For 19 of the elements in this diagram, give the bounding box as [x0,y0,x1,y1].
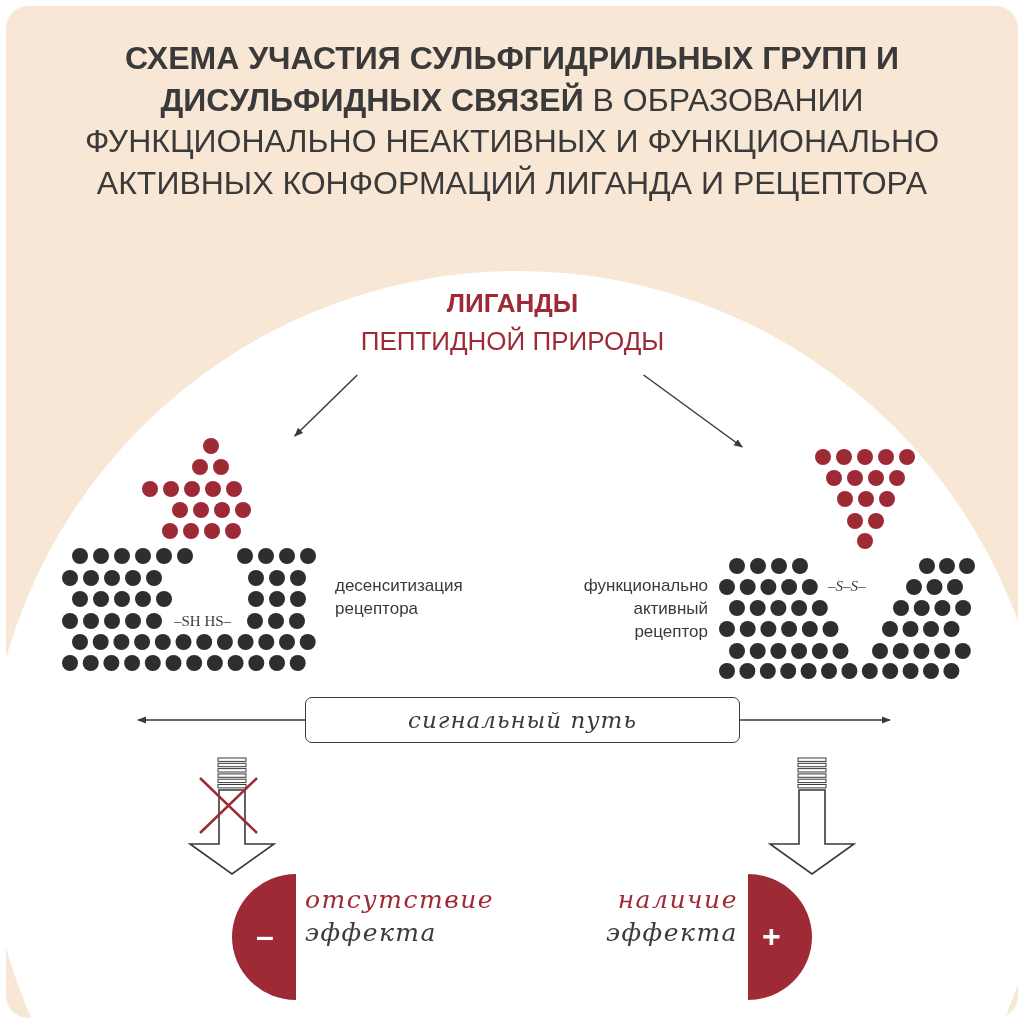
bond-label: –S–S– [828,578,866,595]
arrow [137,716,306,724]
arrow [294,374,358,437]
heading: ЛИГАНДЫ [445,287,580,320]
effect-label: эффекта [605,916,738,949]
arrow [642,374,743,448]
title: СХЕМА УЧАСТИЯ СУЛЬФГИДРИЛЬНЫХ ГРУПП И ДИСУЛЬФИДНЫХ СВЯЗЕЙ В ОБРАЗОВАНИИ ФУНКЦИОНАЛЬНО НЕАКТИВНЫХ И ФУНКЦИОНАЛЬНО АКТИВНЫХ КОНФОРМАЦИЙ ЛИГАНДА И РЕЦЕПТОРА [83,39,941,203]
process-box: сигнальный путь [305,697,740,743]
arrow [739,716,891,724]
sign-label: + [762,918,781,955]
bond-label: –SH HS– [174,613,232,630]
block-arrow [767,789,857,875]
subheading: ПЕПТИДНОЙ ПРИРОДЫ [359,324,666,358]
sign-label: – [256,918,274,955]
node-label: десенситизация рецептора [335,575,464,620]
block-arrow [187,789,277,875]
effect-label: отсутствие [305,884,496,916]
effect-label: эффекта [305,916,438,949]
node-label: функционально активный рецептор [582,575,708,643]
